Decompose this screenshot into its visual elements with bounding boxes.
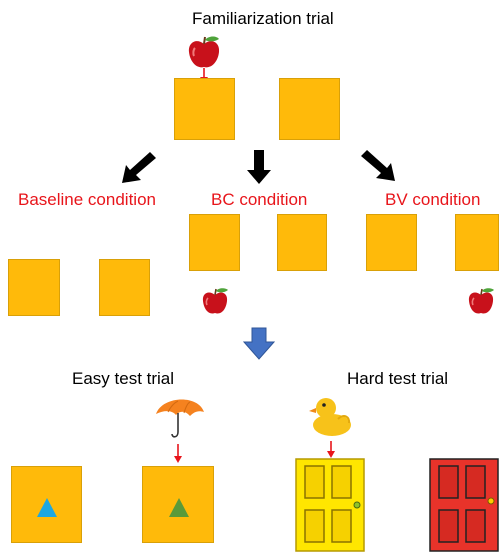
- bc-box-right: [277, 214, 327, 271]
- rubber-duck-icon: [309, 398, 351, 436]
- bc-box-left: [189, 214, 240, 271]
- familiarization-box-left: [174, 78, 235, 140]
- easy-test-label: Easy test trial: [72, 369, 175, 388]
- red-pointer-arrow-easy: [174, 444, 182, 463]
- bv-box-left: [366, 214, 417, 271]
- apple-icon-bc: [202, 288, 228, 314]
- familiarization-title: Familiarization trial: [192, 9, 334, 28]
- arrow-icon-down: [247, 150, 271, 184]
- bv-condition-label: BV condition: [385, 190, 481, 209]
- triangle-icon-green: [169, 498, 189, 517]
- bv-box-right: [455, 214, 499, 271]
- red-pointer-arrow-hard: [327, 441, 335, 458]
- triangle-icon-blue: [37, 498, 57, 517]
- hard-test-label: Hard test trial: [347, 369, 449, 388]
- baseline-box-right: [99, 259, 150, 316]
- arrow-icon-left: [122, 152, 156, 183]
- baseline-box-left: [8, 259, 60, 316]
- arrow-icon-right: [361, 150, 395, 181]
- bc-condition-label: BC condition: [211, 190, 308, 209]
- umbrella-icon: [156, 399, 204, 438]
- door-icon-yellow: [295, 458, 365, 552]
- door-icon-red: [429, 458, 499, 552]
- familiarization-box-right: [279, 78, 340, 140]
- apple-icon-bv: [468, 288, 494, 314]
- apple-icon: [188, 36, 220, 68]
- arrow-icon-blue: [242, 327, 276, 360]
- baseline-condition-label: Baseline condition: [18, 190, 156, 209]
